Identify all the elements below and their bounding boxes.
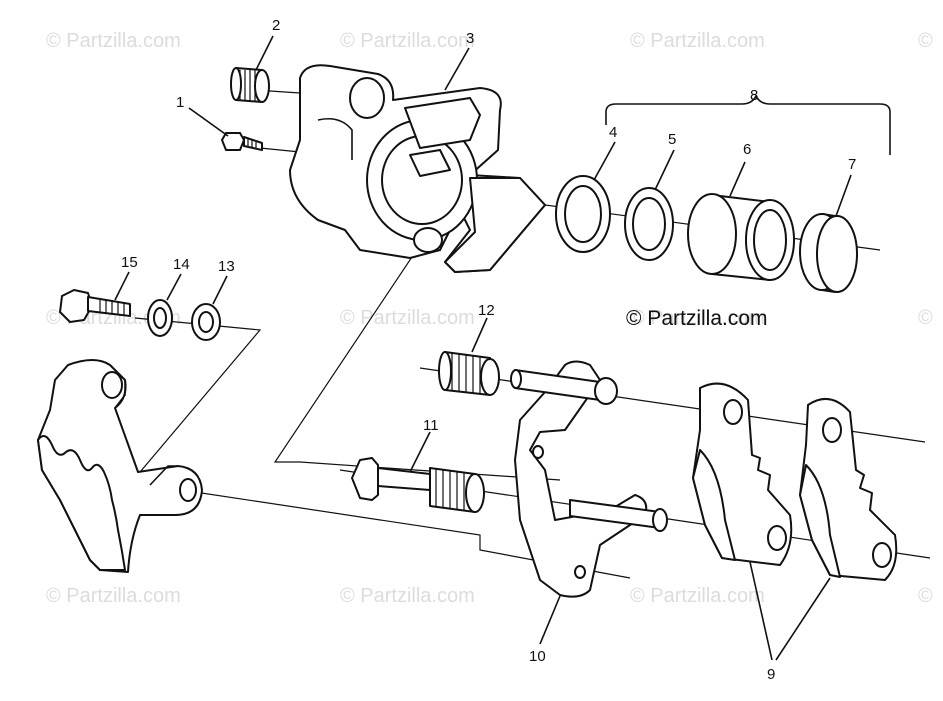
leader-lines	[114, 35, 852, 661]
watermark: © Partzilla.com	[340, 585, 475, 607]
watermark: © Partzilla.com	[630, 30, 765, 52]
copyright-label: © Partzilla.com	[626, 307, 768, 330]
part-6-piston	[687, 193, 795, 281]
part-10-bracket	[510, 360, 668, 598]
watermark: © Partzilla.com	[340, 307, 475, 329]
callout-4: 4	[609, 124, 618, 141]
center-line	[133, 317, 262, 481]
callout-3: 3	[466, 30, 475, 47]
callout-14: 14	[173, 256, 190, 273]
center-line	[259, 147, 301, 153]
part-12-spring	[438, 351, 500, 396]
part-13-washer	[191, 303, 221, 341]
watermark: © Partzilla.com	[46, 585, 181, 607]
group-8-bracket	[605, 94, 891, 155]
part-4-seal	[555, 175, 611, 253]
watermark: © Partzilla.com	[340, 30, 475, 52]
callout-8: 8	[750, 87, 759, 104]
part-5-seal	[624, 187, 674, 261]
watermark: ©	[918, 585, 933, 607]
part-2-spring	[230, 67, 270, 103]
part-7-cap	[799, 213, 858, 293]
callout-11: 11	[423, 417, 439, 434]
part-14-washer	[147, 299, 173, 337]
watermark: © Partzilla.com	[46, 30, 181, 52]
callout-12: 12	[478, 302, 495, 319]
callout-10: 10	[529, 648, 546, 665]
part-1-bleeder	[221, 132, 263, 151]
callout-1: 1	[176, 94, 185, 111]
mounting-bracket	[37, 359, 203, 573]
callout-5: 5	[668, 131, 677, 148]
watermark: © Partzilla.com	[630, 307, 765, 329]
part-3-caliper-body	[289, 64, 546, 273]
part-9-pads	[692, 382, 898, 581]
callout-15: 15	[121, 254, 138, 271]
callout-13: 13	[218, 258, 235, 275]
watermark: ©	[918, 307, 933, 329]
watermark: ©	[918, 30, 933, 52]
watermark: © Partzilla.com	[630, 585, 765, 607]
part-11-pin	[351, 457, 485, 513]
callout-2: 2	[272, 17, 281, 34]
callout-9: 9	[767, 666, 776, 683]
part-15-bolt	[59, 289, 131, 323]
callout-6: 6	[743, 141, 752, 158]
callout-7: 7	[848, 156, 857, 173]
